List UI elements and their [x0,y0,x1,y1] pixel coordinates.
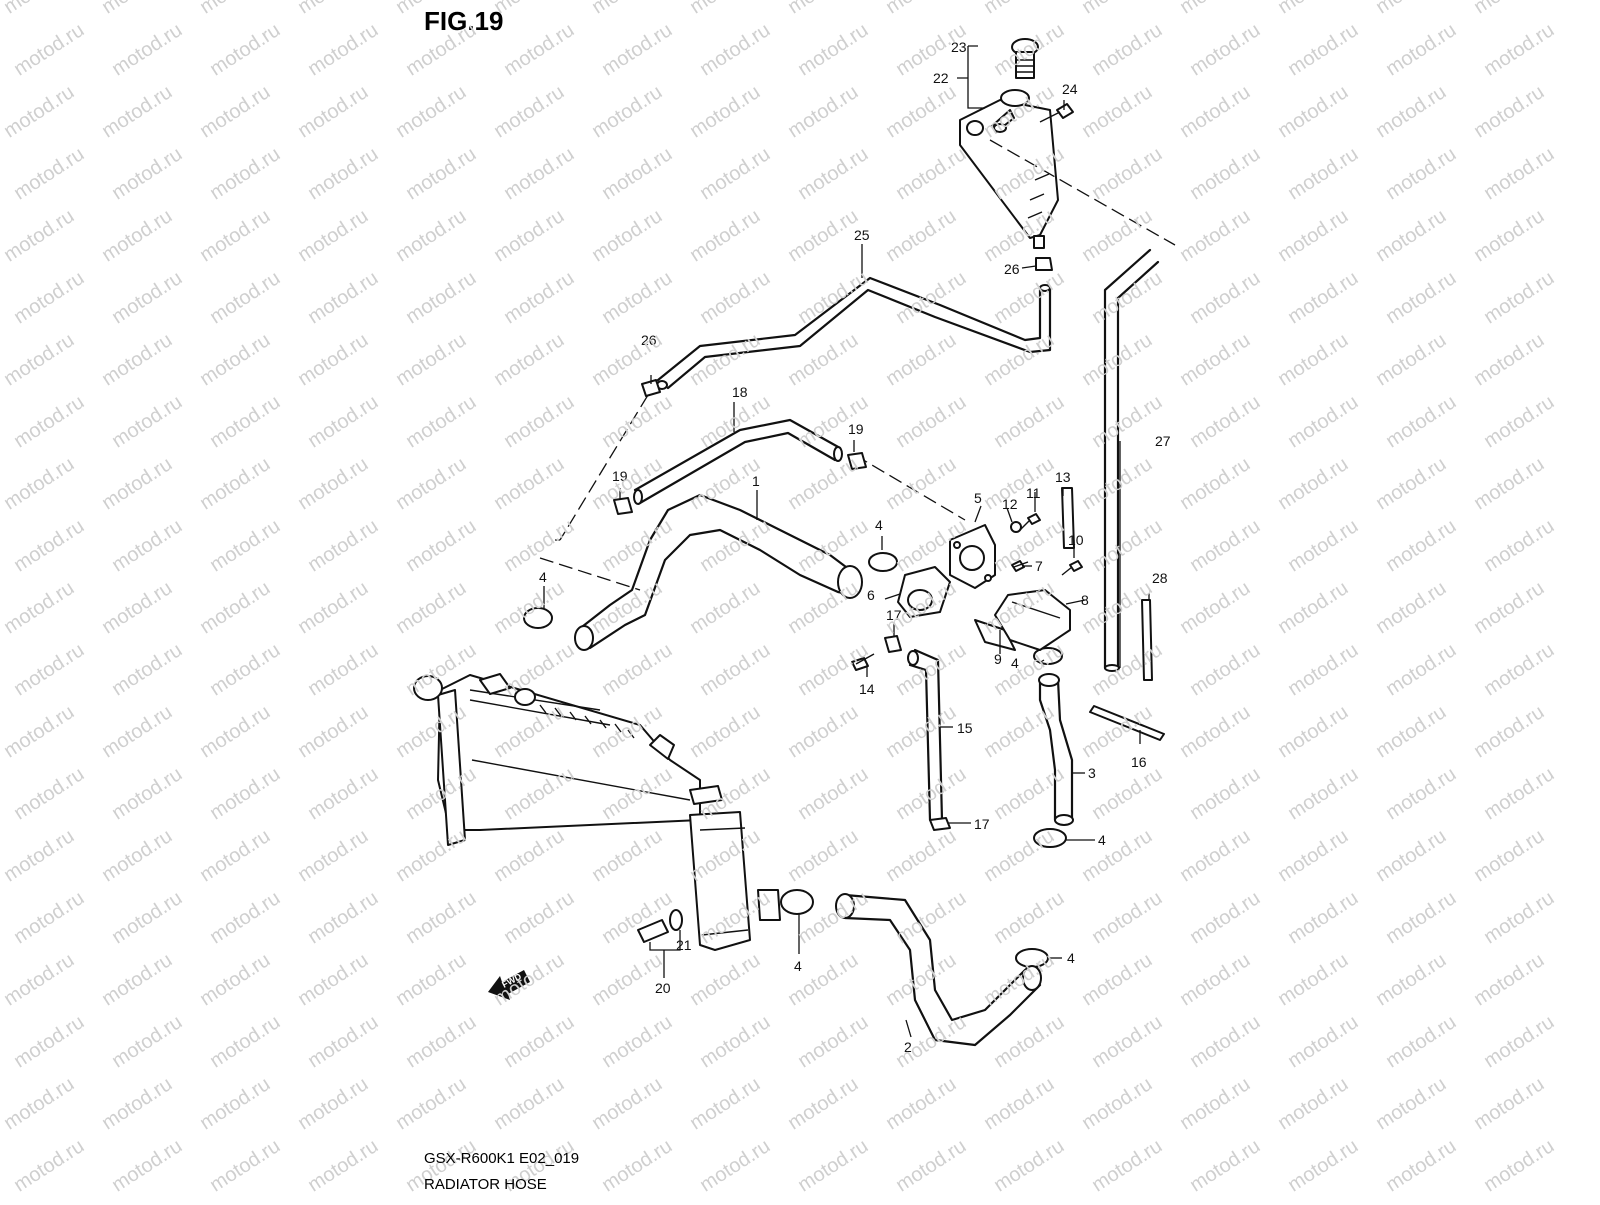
clamp-4-f [1015,948,1049,968]
reservoir-cap [1011,38,1039,79]
callout-17-lower: 17 [974,816,990,832]
callout-4-e: 4 [794,958,802,974]
callout-4-a: 4 [875,517,883,533]
diagram-section-name: RADIATOR HOSE [424,1176,547,1193]
callout-2: 2 [904,1039,912,1055]
callout-16: 16 [1131,754,1147,770]
bolt-7 [1011,560,1029,572]
hose-1 [574,493,863,651]
thermostat-cover [949,524,996,589]
clamp-4-d [1033,828,1067,848]
thermostat [897,566,951,618]
hose-15 [907,648,944,822]
callout-24: 24 [1062,81,1078,97]
callout-20: 20 [655,980,671,996]
callout-21: 21 [676,937,692,953]
callout-4-c: 4 [1011,655,1019,671]
callout-14: 14 [859,681,875,697]
callout-27: 27 [1155,433,1171,449]
clamp-26-upper [1035,257,1053,271]
callout-17-upper: 17 [886,607,902,623]
clamp-4-c [1033,647,1063,665]
clamp-4-b [523,607,553,629]
callout-11: 11 [1026,485,1041,501]
callout-26-lower: 26 [641,332,657,348]
callout-15: 15 [957,720,973,736]
clamp-19-left [613,497,633,515]
callout-6: 6 [867,587,875,603]
callout-3: 3 [1088,765,1096,781]
callout-4-d: 4 [1098,832,1106,848]
callout-22: 22 [933,70,949,86]
clamp-4-a [868,552,898,572]
bolt-10 [1061,560,1083,576]
callout-10: 10 [1068,532,1084,548]
washer-12 [1010,521,1022,533]
clamp-4-e [780,889,814,915]
callout-4-b: 4 [539,569,547,585]
forward-direction-arrow-icon: FWD [488,970,530,1000]
callout-9: 9 [994,651,1002,667]
thermostat-case [994,589,1071,651]
callout-23: 23 [951,39,967,55]
figure-title: FIG.19 [424,6,504,36]
callout-5: 5 [974,490,982,506]
callout-13: 13 [1055,469,1071,485]
strap-16 [1089,705,1165,741]
radiator [413,673,781,951]
callout-4-f: 4 [1067,950,1075,966]
o-ring-9 [974,619,1016,651]
callout-12: 12 [1002,496,1018,512]
hose-18 [633,418,843,505]
clamp-19-right [847,452,867,470]
callout-19-right: 19 [848,421,864,437]
hose-3 [1038,673,1074,826]
bolt-11 [1019,513,1041,531]
callout-28: 28 [1152,570,1168,586]
clamp-17-upper [884,635,902,653]
hose-27 [1103,248,1160,672]
leader-lines [543,45,1150,1038]
callout-19-left: 19 [612,468,628,484]
callout-8: 8 [1081,592,1089,608]
clamp-17-lower [929,817,951,831]
diagram-model-code: GSX-R600K1 E02_019 [424,1150,580,1167]
bolt-14 [851,653,875,671]
drain-bolt-20 [637,919,669,943]
gasket-21 [669,909,683,931]
clip-28 [1141,599,1153,681]
reservoir-tank [959,89,1059,249]
hose-25 [656,276,1052,390]
hose-2 [835,893,1042,1047]
callout-25: 25 [854,227,870,243]
callout-7: 7 [1035,558,1043,574]
callout-labels: 23 22 24 25 26 26 18 19 19 1 27 13 5 11 … [539,39,1171,1055]
callout-26-upper: 26 [1004,261,1020,277]
callout-18: 18 [732,384,748,400]
callout-1: 1 [752,473,760,489]
